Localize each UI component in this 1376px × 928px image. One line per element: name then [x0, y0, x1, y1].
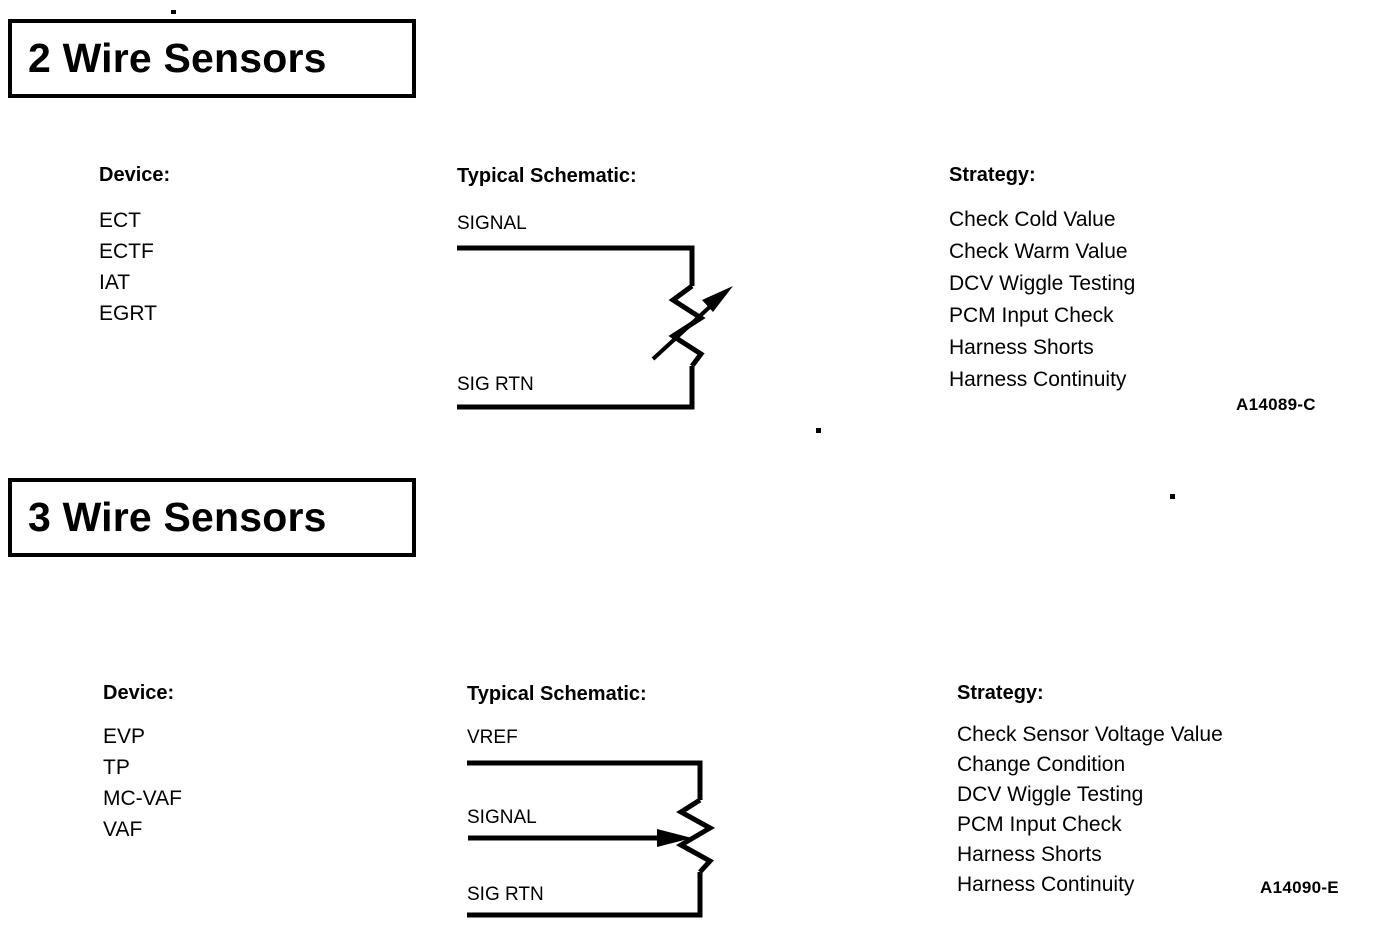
device-column-heading: Device: [103, 682, 175, 704]
section-title-text: 3 Wire Sensors [28, 494, 327, 540]
strategy-column-heading: Strategy: [949, 164, 1036, 186]
wire-label-vref: VREF [467, 727, 518, 748]
wire-label-signal: SIGNAL [457, 213, 527, 234]
wire-label-sig-rtn: SIG RTN [467, 884, 544, 905]
list-item: MC-VAF [103, 787, 182, 810]
figure-id-3-wire: A14090-E [1260, 878, 1339, 897]
strategy-column-heading: Strategy: [957, 682, 1044, 704]
list-item: DCV Wiggle Testing [957, 783, 1144, 806]
scan-artifact-speck [1170, 494, 1175, 499]
wire-label-sig-rtn: SIG RTN [457, 374, 534, 395]
schematic-column-heading: Typical Schematic: [467, 683, 647, 705]
list-item: Check Sensor Voltage Value [957, 723, 1223, 746]
schematic-column-heading: Typical Schematic: [457, 165, 637, 187]
figure-id-2-wire: A14089-C [1236, 395, 1316, 414]
wire-label-signal: SIGNAL [467, 807, 537, 828]
list-item: PCM Input Check [957, 813, 1122, 836]
list-item: Harness Shorts [949, 336, 1094, 359]
list-item: ECT [99, 209, 141, 232]
list-item: Change Condition [957, 753, 1126, 776]
list-item: Harness Shorts [957, 843, 1102, 866]
list-item: DCV Wiggle Testing [949, 272, 1136, 295]
section-title-box-2-wire-sensors: 2 Wire Sensors [8, 19, 416, 98]
strategy-list-3-wire: Check Sensor Voltage Value Change Condit… [957, 720, 1223, 900]
list-item: Check Cold Value [949, 208, 1116, 231]
device-list-3-wire: EVP TP MC-VAF VAF [103, 721, 182, 845]
section-title-box-3-wire-sensors: 3 Wire Sensors [8, 478, 416, 557]
list-item: EGRT [99, 302, 157, 325]
list-item: IAT [99, 271, 131, 294]
scan-artifact-speck [171, 10, 176, 14]
scan-artifact-speck [816, 428, 821, 433]
list-item: Check Warm Value [949, 240, 1128, 263]
section-title-text: 2 Wire Sensors [28, 35, 327, 81]
device-column-heading: Device: [99, 164, 171, 186]
list-item: Harness Continuity [949, 368, 1127, 391]
list-item: ECTF [99, 240, 154, 263]
list-item: EVP [103, 725, 146, 748]
list-item: PCM Input Check [949, 304, 1114, 327]
list-item: TP [103, 756, 130, 779]
list-item: VAF [103, 818, 143, 841]
strategy-list-2-wire: Check Cold Value Check Warm Value DCV Wi… [949, 204, 1135, 396]
list-item: Harness Continuity [957, 873, 1135, 896]
device-list-2-wire: ECT ECTF IAT EGRT [99, 205, 157, 329]
